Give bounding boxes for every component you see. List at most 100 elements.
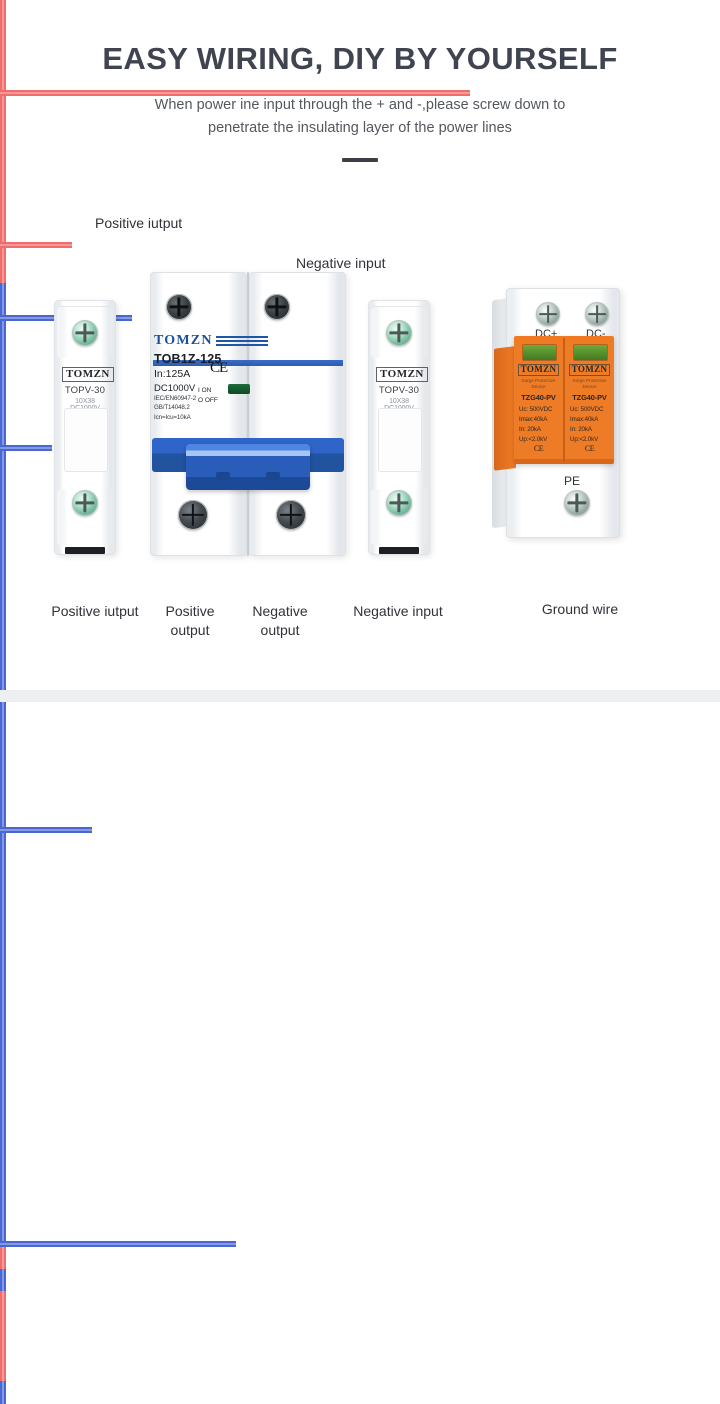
wire-negative-outer-left-riser xyxy=(0,751,6,827)
breaker-top-screw-1[interactable] xyxy=(166,294,192,320)
spd-terminal-screw-positive[interactable] xyxy=(536,302,560,326)
wire-negative-output-pigtail xyxy=(0,1381,6,1404)
spd-module-divider xyxy=(563,338,565,462)
spd-up: Up:<2.0kV xyxy=(519,436,548,444)
breaker-model: TOB1Z-125 xyxy=(154,352,222,366)
wire-negative-inner-right-drop xyxy=(0,321,6,383)
breaker-off-label: O OFF xyxy=(198,396,218,404)
breaker-toggle-handle[interactable] xyxy=(186,444,310,490)
caption-positive-output-line1: Positive xyxy=(165,603,215,619)
circuit-breaker[interactable]: TOMZN TOB1Z-125 In:125A DC1000V IEC/EN60… xyxy=(150,272,346,556)
wire-negative-inner-left-riser xyxy=(0,283,6,315)
breaker-voltage: DC1000V xyxy=(154,383,196,394)
spd-module-1-device-type: Surge Protective Device xyxy=(521,378,556,390)
fuse-right-terminal-boot xyxy=(379,547,419,554)
surge-protective-device[interactable]: DC+ DC- TOMZN Surge Protective Device TZ… xyxy=(492,288,620,538)
spd-orange-wing xyxy=(494,346,516,471)
wire-positive-spd-drop xyxy=(0,1247,6,1269)
spd-imax: Imax:40kA xyxy=(570,416,599,424)
ce-mark-icon: CE xyxy=(584,444,595,453)
wire-negative-outer-bus xyxy=(0,827,92,833)
breaker-on-label: I ON xyxy=(198,387,212,394)
handle-notch xyxy=(216,472,230,480)
fuse-left-terminal-boot xyxy=(65,547,105,554)
spd-uc: Uc: 500VDC xyxy=(570,406,604,413)
breaker-onoff-legend: I ON O OFF xyxy=(198,386,218,406)
spd-in: In: 20kA xyxy=(519,426,541,434)
spd-module-1[interactable]: TOMZN Surge Protective Device TZG40-PV U… xyxy=(514,336,563,464)
spd-module-1-brand: TOMZN xyxy=(514,364,563,376)
screw-cross-icon xyxy=(539,305,557,323)
screw-cross-icon xyxy=(169,297,189,317)
wire-positive-left-riser xyxy=(0,0,6,90)
caption-positive-output: Positive output xyxy=(150,602,230,640)
header: EASY WIRING, DIY BY YOURSELF When power … xyxy=(0,41,720,139)
breaker-standard-2: GB/T14048.2 xyxy=(154,404,190,412)
fuse-right-brand: TOMZN xyxy=(376,367,428,382)
screw-cross-icon xyxy=(279,503,303,527)
spd-uc: Uc: 500VDC xyxy=(519,406,553,413)
fuse-left-label: TOMZN TOPV-30 10X38 DC1000V xyxy=(62,364,114,412)
screw-cross-icon xyxy=(181,503,205,527)
spd-module-1-model: TZG40-PV xyxy=(521,393,556,402)
breaker-bottom-screw-2[interactable] xyxy=(276,500,306,530)
wire-positive-iutput-pigtail xyxy=(0,1291,6,1341)
handle-notch xyxy=(266,472,280,480)
fuse-holder-left[interactable]: TOMZN TOPV-30 10X38 DC1000V xyxy=(54,300,116,555)
wire-negative-mid-drop xyxy=(0,451,6,751)
wire-negative-mid-riser xyxy=(0,383,6,445)
spd-status-window-2 xyxy=(573,344,608,361)
wire-positive-top-bus xyxy=(0,90,470,96)
spd-terminal-screw-negative[interactable] xyxy=(585,302,609,326)
spd-module-2[interactable]: TOMZN Surge Protective Device TZG40-PV U… xyxy=(565,336,614,464)
fuse-left-brand: TOMZN xyxy=(62,367,114,382)
wire-negative-spd-drop xyxy=(0,1269,6,1291)
annotation-positive-input: Positive iutput xyxy=(95,215,183,231)
ce-mark-icon: CE xyxy=(533,444,544,453)
fuse-right-bottom-screw[interactable] xyxy=(386,490,412,516)
spd-module-2-model: TZG40-PV xyxy=(572,393,607,402)
spd-imax: Imax:40kA xyxy=(519,416,548,424)
screw-cross-icon xyxy=(567,493,587,513)
wire-positive-right-drop xyxy=(0,96,6,176)
caption-negative-output: Negative output xyxy=(240,602,320,640)
page-title: EASY WIRING, DIY BY YOURSELF xyxy=(0,41,720,76)
spd-module-2-device-type: Surge Protective Device xyxy=(572,378,607,390)
annotation-negative-input: Negative input xyxy=(296,255,386,271)
breaker-current: In:125A xyxy=(154,368,191,380)
fuse-holder-right[interactable]: TOMZN TOPV-30 10X38 DC1000V xyxy=(368,300,430,555)
spd-pe-label: PE xyxy=(564,474,581,488)
spd-status-window-1 xyxy=(522,344,557,361)
page-subtitle: When power ine input through the + and -… xyxy=(80,94,640,139)
fuse-right-top-screw[interactable] xyxy=(386,320,412,346)
breaker-status-window xyxy=(228,384,250,394)
fuse-left-top-screw[interactable] xyxy=(72,320,98,346)
fuse-right-window xyxy=(378,408,422,472)
breaker-top-screw-2[interactable] xyxy=(264,294,290,320)
breaker-standard-1: IEC/EN60947-2 xyxy=(154,395,197,402)
caption-ground-wire: Ground wire xyxy=(541,601,619,617)
wire-negative-outer-right-drop xyxy=(0,833,6,1241)
fuse-right-label: TOMZN TOPV-30 10X38 DC1000V xyxy=(376,364,428,412)
spd-pe-screw[interactable] xyxy=(564,490,590,516)
wire-positive-inner-bus xyxy=(0,242,72,248)
fuse-left-bottom-screw[interactable] xyxy=(72,490,98,516)
spd-module-2-brand: TOMZN xyxy=(565,364,614,376)
bottom-strip xyxy=(0,690,720,702)
breaker-bottom-screw-1[interactable] xyxy=(178,500,208,530)
subtitle-line-1: When power ine input through the + and -… xyxy=(80,94,640,116)
wire-positive-inner-right-drop xyxy=(0,248,6,283)
caption-positive-iutput: Positive iutput xyxy=(51,603,139,619)
screw-cross-icon xyxy=(588,305,606,323)
header-divider xyxy=(342,158,378,162)
screw-cross-icon xyxy=(267,297,287,317)
spd-module-2-specs: Uc: 500VDC Imax:40kA In: 20kA Up:<2.0kV xyxy=(570,405,614,445)
breaker-blue-stripe xyxy=(153,360,343,366)
caption-positive-output-line2: output xyxy=(170,621,210,638)
breaker-brand: TOMZN xyxy=(154,333,213,348)
spd-in: In: 20kA xyxy=(570,426,592,434)
fuse-left-model: TOPV-30 xyxy=(64,385,106,396)
wire-positive-output-pigtail xyxy=(0,1341,6,1381)
screw-cross-icon xyxy=(75,323,95,343)
